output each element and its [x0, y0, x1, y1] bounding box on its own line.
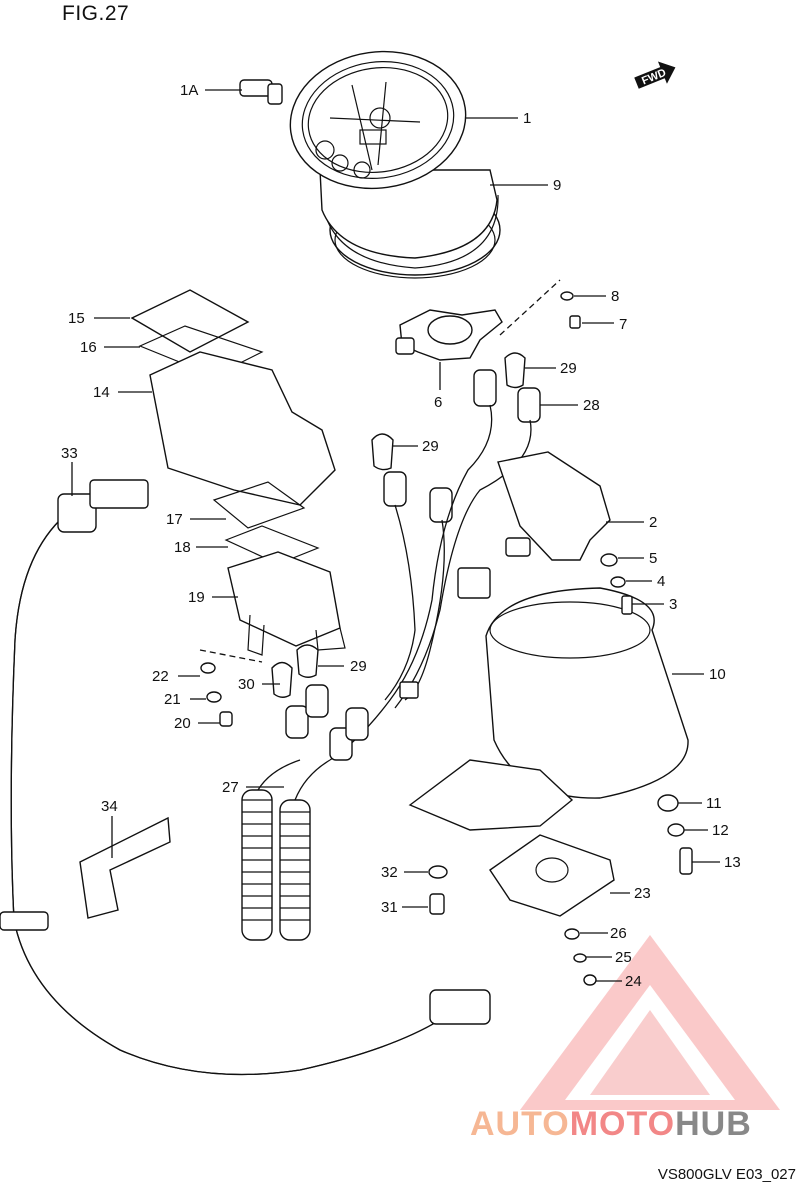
socket-bracket-2 — [497, 451, 611, 561]
callout-5: 5 — [649, 550, 657, 567]
callout-14: 14 — [93, 384, 110, 401]
callout-2: 2 — [649, 514, 657, 531]
wiring-harness — [329, 404, 532, 761]
callout-33: 33 — [61, 445, 78, 462]
callout-6: 6 — [434, 394, 442, 411]
indicator-housing — [130, 289, 346, 656]
hardware-32 — [428, 865, 448, 879]
lower-socket-group — [285, 684, 369, 761]
forward-arrow-icon: FWD — [634, 61, 676, 89]
callout-30: 30 — [238, 676, 255, 693]
callout-labels: 1A 1 9 8 7 15 16 14 6 29 28 29 33 17 2 1… — [61, 82, 741, 990]
speedometer-assembly — [289, 50, 501, 279]
callout-25: 25 — [615, 949, 632, 966]
callout-4: 4 — [657, 573, 665, 590]
forward-badge-text: FWD — [640, 67, 668, 88]
hardware-12 — [667, 823, 685, 837]
small-screw-part — [569, 315, 581, 329]
corrugated-tube-27 — [241, 759, 331, 941]
callout-3: 3 — [669, 596, 677, 613]
bulb-29-low — [296, 644, 319, 678]
svg-text:AUTOMOTOHUB: AUTOMOTOHUB — [470, 1105, 752, 1143]
callout-10: 10 — [709, 666, 726, 683]
callout-7: 7 — [619, 316, 627, 333]
callout-19: 19 — [188, 589, 205, 606]
callout-11: 11 — [706, 795, 722, 812]
callout-28: 28 — [583, 397, 600, 414]
bulb-30 — [271, 661, 293, 698]
callout-29-low: 29 — [350, 658, 367, 675]
small-nut-part — [560, 291, 574, 301]
bulb-29-mid — [371, 433, 394, 471]
watermark-part3: HUB — [675, 1105, 752, 1143]
lower-cover-23 — [489, 834, 615, 917]
callout-21: 21 — [164, 691, 181, 708]
hardware-24 — [583, 974, 597, 986]
figure-title: FIG.27 — [62, 2, 130, 25]
callout-24: 24 — [625, 973, 642, 990]
nut-22 — [200, 662, 216, 674]
callout-18: 18 — [174, 539, 191, 556]
callout-17: 17 — [166, 511, 183, 528]
watermark-part2: MOTO — [570, 1105, 675, 1143]
callout-27: 27 — [222, 779, 239, 796]
callout-13: 13 — [724, 854, 741, 871]
callout-29-top: 29 — [560, 360, 577, 377]
callout-8: 8 — [611, 288, 619, 305]
watermark-text: AUTOMOTOHUB — [470, 1105, 752, 1143]
watermark-part1: AUTO — [470, 1105, 570, 1143]
bolt-20 — [219, 711, 233, 727]
washer-21 — [206, 691, 222, 703]
hardware-31 — [429, 893, 445, 915]
leader-lines — [71, 89, 720, 982]
hardware-11 — [657, 794, 679, 812]
speedometer-cable — [0, 479, 491, 1076]
watermark-logo — [520, 935, 780, 1110]
callout-1A: 1A — [180, 82, 198, 99]
speed-sensor-part — [239, 79, 283, 105]
hardware-13 — [679, 847, 693, 875]
callout-12: 12 — [712, 822, 729, 839]
bulb-29-top — [504, 352, 526, 389]
callout-15: 15 — [68, 310, 85, 327]
callout-34: 34 — [101, 798, 118, 815]
callout-22: 22 — [152, 668, 169, 685]
callout-1: 1 — [523, 110, 531, 127]
handlebar-clamp-part — [395, 309, 503, 361]
hardware-4 — [610, 576, 626, 588]
callout-31: 31 — [381, 899, 398, 916]
meter-case-10 — [408, 587, 689, 831]
callout-26: 26 — [610, 925, 627, 942]
callout-16: 16 — [80, 339, 97, 356]
hardware-3 — [621, 595, 633, 615]
hardware-25 — [573, 953, 587, 963]
callout-23: 23 — [634, 885, 651, 902]
hardware-5 — [600, 553, 618, 567]
callout-32: 32 — [381, 864, 398, 881]
cable-guide-34 — [79, 816, 171, 919]
figure-caption: VS800GLV E03_027 — [657, 1166, 796, 1183]
callout-29-mid: 29 — [422, 438, 439, 455]
hardware-26 — [564, 928, 580, 940]
callout-20: 20 — [174, 715, 191, 732]
callout-9: 9 — [553, 177, 561, 194]
